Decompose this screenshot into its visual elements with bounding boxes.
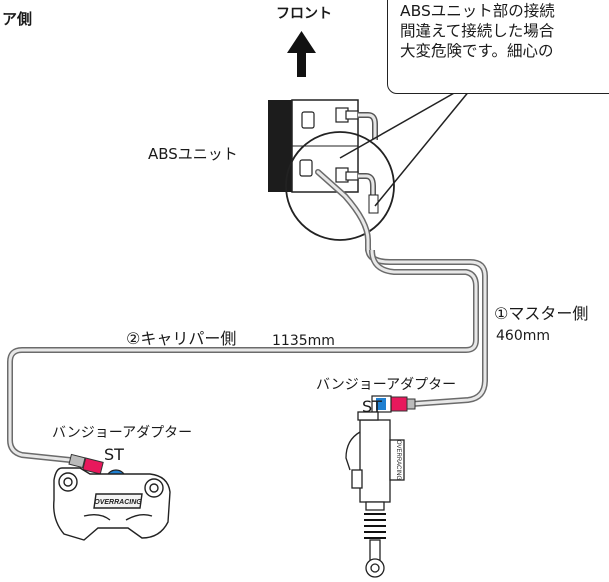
abs-unit bbox=[268, 99, 379, 214]
warning-line-1: ABSユニット部の接続 bbox=[400, 2, 555, 20]
caliper-hose-length: 1135mm bbox=[272, 333, 335, 349]
banjo-adapter-master-label: バンジョーアダプター bbox=[316, 377, 457, 393]
st-caliper-label: ST bbox=[104, 445, 124, 464]
st-master-label: ST bbox=[362, 397, 382, 416]
zoom-callout bbox=[285, 83, 471, 241]
abs-hose bbox=[315, 169, 371, 253]
caliper-hose bbox=[7, 249, 479, 471]
banjo-adapter-master bbox=[371, 395, 416, 413]
warning-line-3: 大変危険です。細心の bbox=[400, 42, 554, 60]
front-arrow-icon bbox=[287, 31, 316, 77]
master-side-label: ①マスター側 bbox=[494, 304, 589, 323]
abs-unit-label: ABSユニット bbox=[148, 145, 238, 163]
master-hose-length: 460mm bbox=[496, 328, 550, 344]
caliper-side-label: ②キャリパー側 bbox=[126, 329, 237, 348]
warning-line-2: 間違えて接続した場合 bbox=[400, 22, 555, 40]
rear-side-label: ア側 bbox=[2, 10, 33, 28]
master-cylinder: OVERRACING bbox=[345, 411, 405, 578]
banjo-adapter-caliper-label: バンジョーアダプター bbox=[52, 425, 193, 441]
brake-caliper: OVERRACING bbox=[53, 467, 171, 541]
caliper-logo: OVERRACING bbox=[94, 499, 142, 506]
warning-callout: ABSユニット部の接続 間違えて接続した場合 大変危険です。細心の bbox=[387, 0, 609, 94]
master-logo: OVERRACING bbox=[395, 440, 401, 481]
front-label: フロント bbox=[276, 6, 332, 22]
